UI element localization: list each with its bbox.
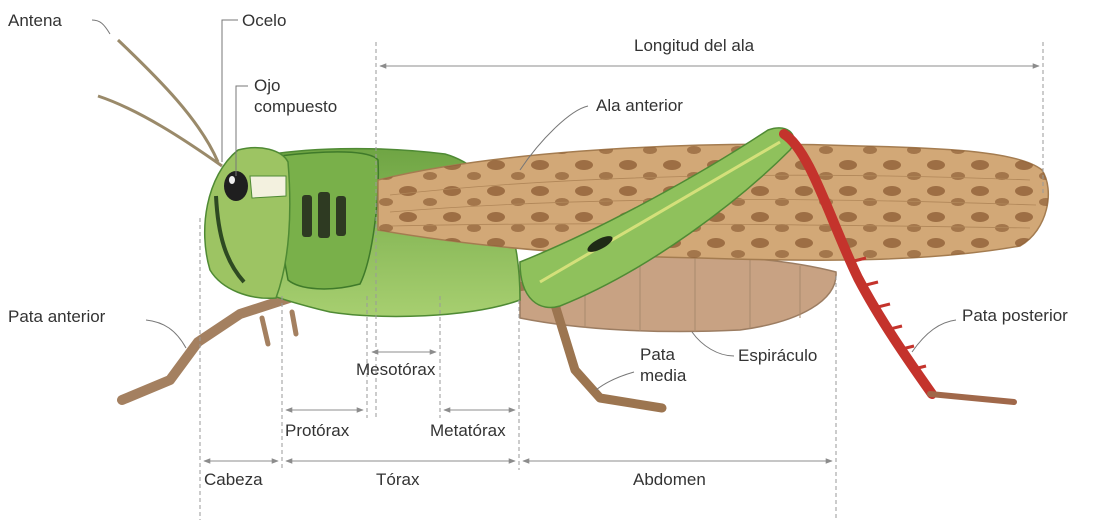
label-pata-media-line2: media — [640, 366, 687, 385]
label-pata-anterior: Pata anterior — [8, 307, 106, 326]
label-cabeza: Cabeza — [204, 470, 263, 489]
label-pata-media-line1: Pata — [640, 345, 676, 364]
label-longitud-ala: Longitud del ala — [634, 36, 755, 55]
grasshopper-illustration — [98, 40, 1048, 408]
antenna — [118, 40, 218, 162]
label-ojo-compuesto-line1: Ojo — [254, 76, 280, 95]
label-ojo-compuesto-line2: compuesto — [254, 97, 337, 116]
label-mesotorax: Mesotórax — [356, 360, 436, 379]
front-leg — [122, 288, 320, 400]
label-ala-anterior: Ala anterior — [596, 96, 683, 115]
label-ocelo: Ocelo — [242, 11, 286, 30]
label-metatorax: Metatórax — [430, 421, 506, 440]
label-pata-posterior: Pata posterior — [962, 306, 1068, 325]
label-antena: Antena — [8, 11, 62, 30]
hind-leg-tarsus — [930, 394, 1014, 402]
label-torax: Tórax — [376, 470, 420, 489]
label-protorax: Protórax — [285, 421, 350, 440]
antenna — [98, 96, 222, 166]
label-espiraculo: Espiráculo — [738, 346, 817, 365]
label-abdomen: Abdomen — [633, 470, 706, 489]
